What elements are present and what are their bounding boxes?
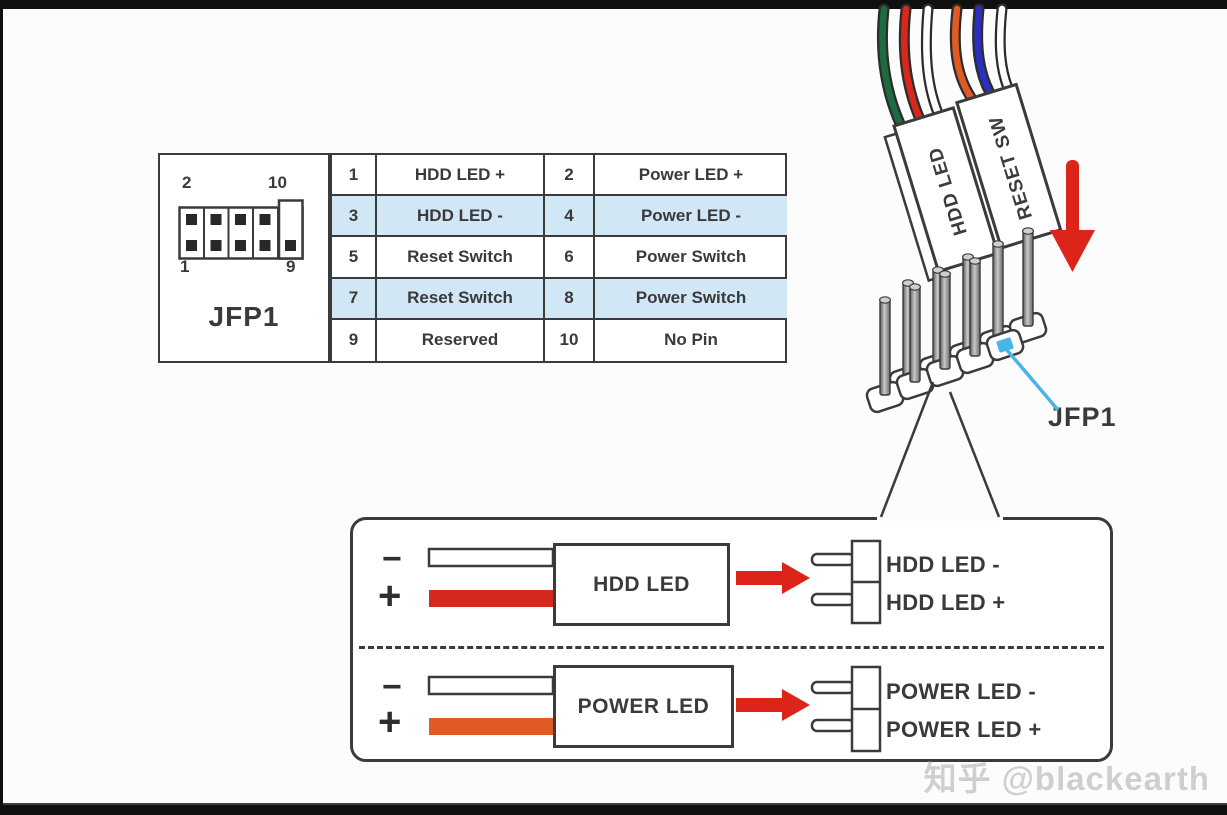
table-cell-pin: 1	[332, 155, 377, 197]
pin-number-1: 1	[180, 257, 190, 276]
hdd-minus-sign: −	[382, 540, 402, 578]
table-cell-pin: 10	[545, 319, 595, 361]
table-cell-func: Power LED +	[595, 155, 787, 197]
table-cell-pin: 8	[545, 278, 595, 320]
white-wire	[996, 5, 1012, 92]
table-cell-pin: 6	[545, 237, 595, 279]
orange-wire	[952, 5, 976, 103]
red-wire	[901, 5, 927, 130]
power-led-pos-label: POWER LED +	[886, 717, 1042, 742]
table-cell-pin: 4	[545, 196, 595, 238]
power-plus-sign: +	[378, 700, 402, 744]
table-cell-func: Reset Switch	[377, 278, 545, 320]
hdd-plus-sign: +	[378, 574, 402, 618]
table-cell-pin: 9	[332, 319, 377, 361]
connector-housings: HDD LED RESET SW	[883, 82, 1063, 283]
pin-number-10: 10	[268, 173, 287, 192]
blue-wire	[974, 5, 994, 97]
jfp1-panel-label: JFP1	[208, 301, 280, 332]
jfp1-callout-line	[1005, 348, 1060, 412]
table-cell-pin: 5	[332, 237, 377, 279]
pin-function-table: 1 HDD LED + 2 Power LED + 3 HDD LED - 4 …	[330, 153, 787, 363]
hdd-led-housing	[892, 105, 1000, 274]
letterbox-left	[0, 0, 3, 815]
hdd-led-housing-label: HDD LED	[925, 144, 972, 238]
letterbox-bottom	[0, 803, 1227, 815]
dashed-divider	[359, 646, 1104, 649]
back-row	[888, 227, 1048, 397]
table-cell-func: HDD LED +	[377, 155, 545, 197]
table-cell-func: HDD LED -	[377, 196, 545, 238]
letterbox-top	[0, 0, 1227, 9]
table-cell-func: No Pin	[664, 330, 718, 350]
power-led-neg-label: POWER LED -	[886, 679, 1036, 704]
front-row	[865, 257, 1025, 414]
power-led-box: POWER LED	[553, 665, 734, 748]
jfp1-header-label: JFP1	[1048, 402, 1117, 432]
hdd-led-neg-label: HDD LED -	[886, 552, 1000, 577]
green-wire	[879, 5, 908, 136]
pin-number-9: 9	[286, 257, 296, 276]
reset-sw-housing	[955, 82, 1063, 250]
table-cell-func: Reserved	[377, 319, 545, 361]
hdd-led-pos-label: HDD LED +	[886, 590, 1006, 615]
table-cell-pin: 3	[332, 196, 377, 238]
power-minus-sign: −	[382, 668, 402, 706]
down-arrow-icon	[1050, 160, 1095, 272]
table-cell-func: Reset Switch	[377, 237, 545, 279]
white-wire	[923, 5, 945, 124]
table-cell-pin: 7	[332, 278, 377, 320]
wiring-callout-box: − + HDD LED HDD LED - HDD LED + − + POWE…	[350, 517, 1113, 762]
jfp1-pin-header	[865, 227, 1048, 414]
watermark: 知乎 @blackearth	[923, 760, 1210, 797]
hdd-led-box: HDD LED	[553, 543, 730, 626]
no-pin-position	[985, 328, 1025, 362]
pin-number-2: 2	[182, 173, 192, 192]
table-cell-func: Power Switch	[595, 278, 787, 320]
table-cell-pin: 2	[545, 155, 595, 197]
funnel-line-right	[948, 391, 1001, 518]
reset-sw-housing-label: RESET SW	[986, 113, 1037, 222]
funnel-line-left	[879, 381, 935, 518]
jfp1-position-marker	[996, 337, 1014, 353]
table-cell-func: Power LED -	[595, 196, 787, 238]
jfp1-pin-diagram-panel: 2 10 1 9 JFP1	[158, 153, 330, 363]
front-panel-wires	[876, 3, 1014, 138]
table-cell-func: Power Switch	[595, 237, 787, 279]
